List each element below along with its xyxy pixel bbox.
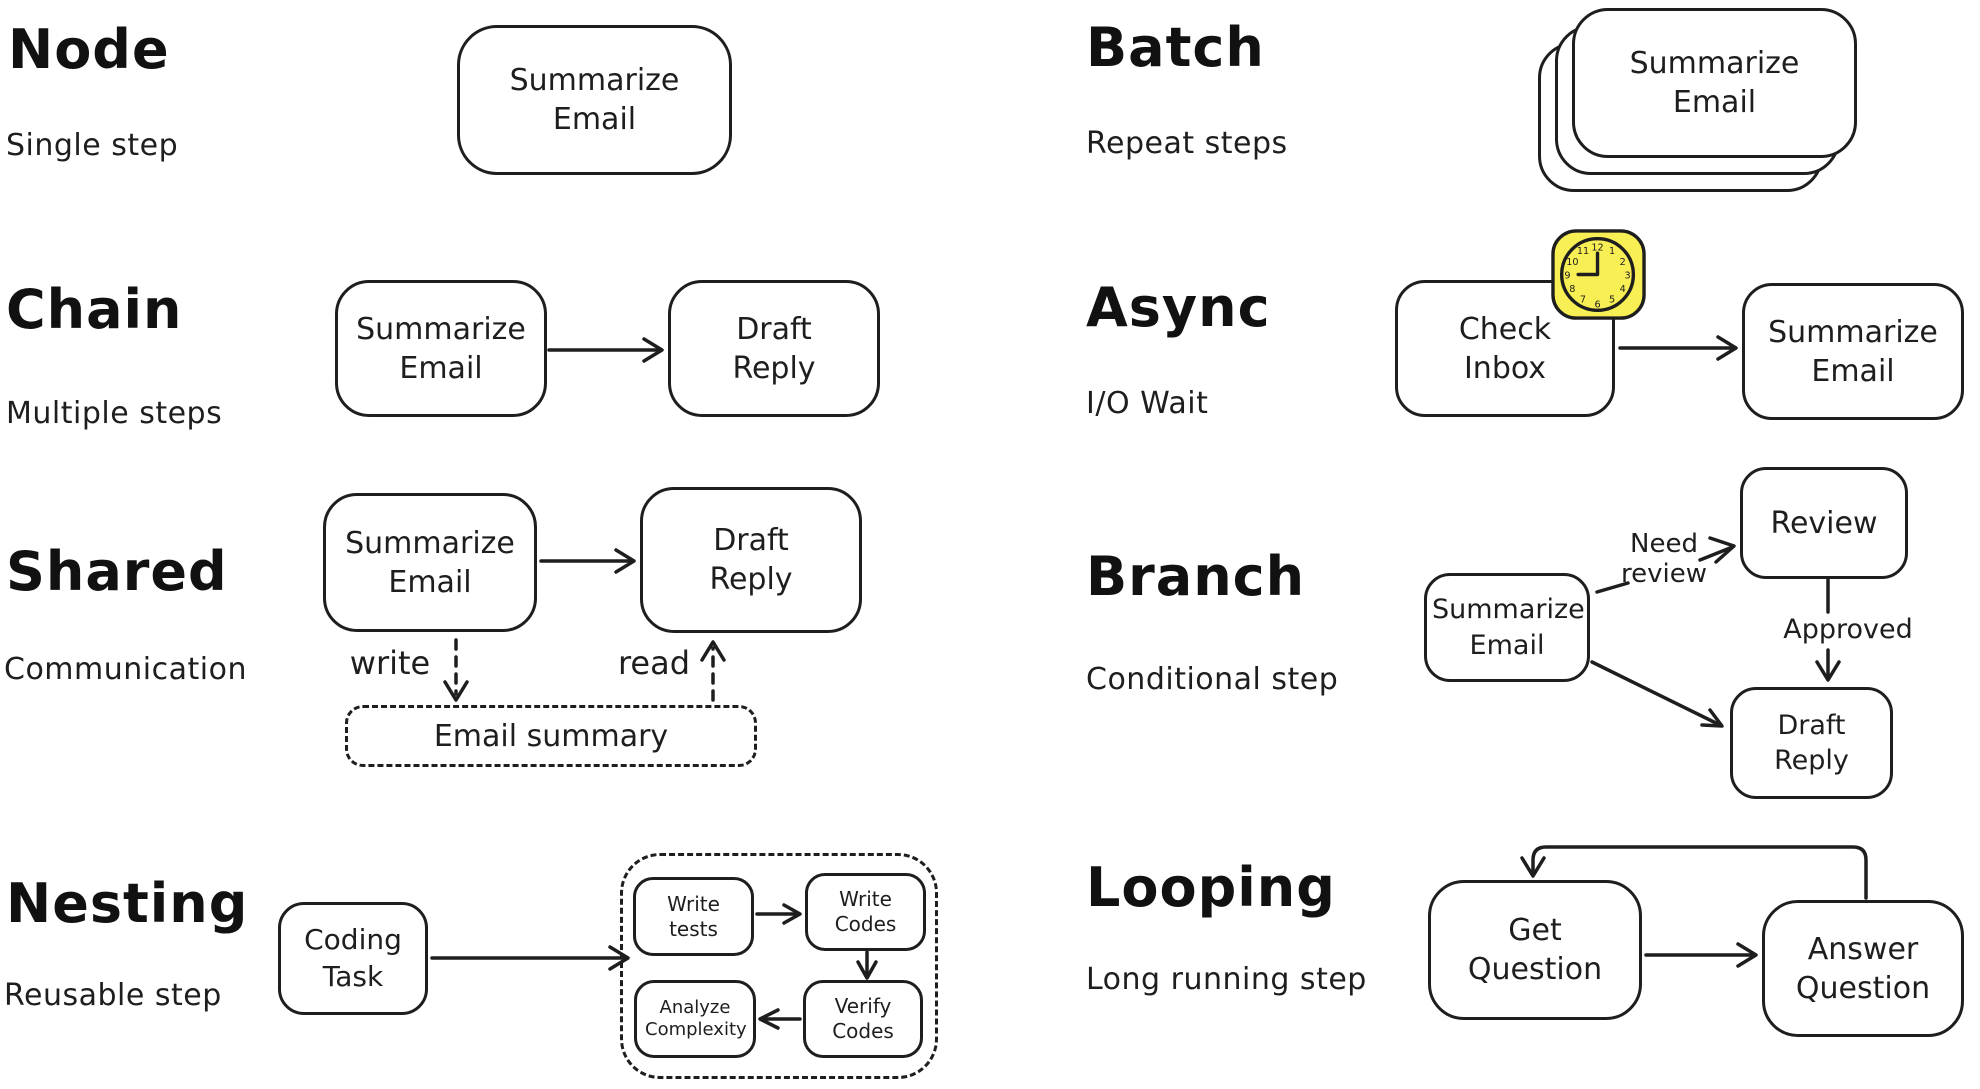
chain-subtitle: Multiple steps	[6, 396, 223, 431]
shared-box-summarize-email: Summarize Email	[323, 493, 537, 632]
svg-text:1: 1	[1609, 246, 1615, 257]
svg-text:6: 6	[1594, 299, 1600, 310]
write-codes-label: Write Codes	[834, 887, 897, 936]
batch-card-front-summarize-email: Summarize Email	[1572, 8, 1857, 158]
nesting-title: Nesting	[6, 872, 249, 935]
branch-diagonal-arrow	[1590, 660, 1724, 728]
chain-title: Chain	[6, 278, 183, 341]
shared-read-arrow	[700, 640, 726, 702]
need-review-edge-label: Need review	[1621, 529, 1707, 589]
analyze-complexity-label: Analyze Complexity	[645, 996, 747, 1041]
review-label: Review	[1770, 505, 1878, 541]
chain-box-draft-reply: Draft Reply	[668, 280, 880, 417]
batch-card-label: Summarize Email	[1629, 46, 1800, 120]
shared-arrow	[539, 548, 636, 574]
svg-text:11: 11	[1577, 246, 1589, 257]
branch-draft-reply-label: Draft Reply	[1774, 709, 1849, 776]
svg-text:12: 12	[1591, 242, 1603, 253]
svg-text:5: 5	[1609, 295, 1615, 306]
node-box-summarize-email: Summarize Email	[457, 25, 732, 175]
node-box-label: Summarize Email	[509, 63, 680, 137]
svg-text:3: 3	[1624, 270, 1630, 281]
write-tests-label: Write tests	[667, 891, 720, 941]
svg-text:8: 8	[1569, 284, 1575, 295]
nesting-box-analyze-complexity: Analyze Complexity	[634, 980, 756, 1058]
nesting-box-coding-task: Coding Task	[278, 902, 428, 1015]
shared-title: Shared	[6, 540, 228, 603]
branch-box-summarize-email: Summarize Email	[1424, 573, 1590, 682]
read-label: read	[617, 644, 691, 682]
svg-text:7: 7	[1580, 295, 1586, 306]
shared-box1-label: Summarize Email	[345, 525, 515, 600]
nesting-subtitle: Reusable step	[4, 978, 222, 1013]
nesting-arrow	[430, 945, 630, 971]
branch-box-draft-reply: Draft Reply	[1730, 687, 1893, 799]
shared-store-email-summary: Email summary	[345, 705, 757, 767]
looping-subtitle: Long running step	[1086, 962, 1367, 997]
shared-box-draft-reply: Draft Reply	[640, 487, 862, 633]
branch-subtitle: Conditional step	[1086, 662, 1339, 697]
coding-task-label: Coding Task	[304, 923, 402, 993]
branch-summarize-label: Summarize Email	[1432, 594, 1585, 661]
branch-box-review: Review	[1740, 467, 1908, 579]
svg-text:9: 9	[1564, 270, 1570, 281]
shared-write-arrow	[443, 638, 469, 702]
nesting-box-write-tests: Write tests	[633, 877, 754, 956]
looping-arrow	[1644, 942, 1758, 968]
batch-subtitle: Repeat steps	[1086, 126, 1288, 161]
check-inbox-label: Check Inbox	[1458, 311, 1552, 386]
node-subtitle: Single step	[6, 128, 179, 163]
svg-text:10: 10	[1566, 257, 1578, 268]
async-box-summarize-email: Summarize Email	[1742, 283, 1964, 420]
verify-codes-label: Verify Codes	[832, 994, 894, 1043]
shared-box2-label: Draft Reply	[709, 523, 793, 597]
looping-box-get-question: Get Question	[1428, 880, 1642, 1020]
async-title: Async	[1086, 276, 1271, 339]
looping-title: Looping	[1086, 856, 1336, 919]
approved-edge-label: Approved	[1783, 614, 1913, 645]
get-question-label: Get Question	[1467, 913, 1603, 987]
looping-box-answer-question: Answer Question	[1762, 900, 1964, 1037]
email-summary-label: Email summary	[433, 718, 669, 754]
branch-title: Branch	[1086, 545, 1306, 608]
async-subtitle: I/O Wait	[1086, 386, 1209, 421]
async-summarize-label: Summarize Email	[1768, 314, 1938, 389]
shared-subtitle: Communication	[4, 652, 247, 687]
chain-box-summarize-email: Summarize Email	[335, 280, 547, 417]
chain-arrow	[547, 337, 664, 363]
nesting-box-write-codes: Write Codes	[805, 873, 926, 951]
svg-text:4: 4	[1620, 284, 1626, 295]
node-title: Node	[8, 18, 170, 81]
write-label: write	[349, 644, 431, 682]
async-arrow	[1618, 335, 1738, 361]
svg-text:2: 2	[1620, 257, 1626, 268]
answer-question-label: Answer Question	[1795, 931, 1931, 1006]
batch-title: Batch	[1086, 16, 1265, 79]
chain-box2-label: Draft Reply	[732, 311, 816, 386]
nesting-box-verify-codes: Verify Codes	[803, 980, 923, 1058]
chain-box1-label: Summarize Email	[356, 311, 526, 386]
